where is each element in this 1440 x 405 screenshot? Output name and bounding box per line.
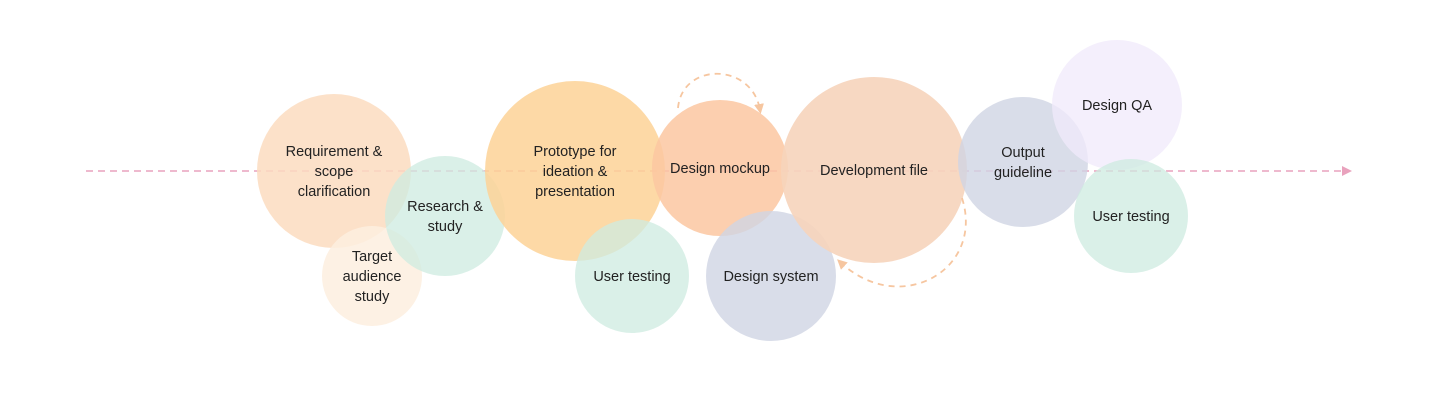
user-testing-1-circle	[575, 219, 689, 333]
research-label: Research & study	[407, 199, 483, 235]
design-mockup-label: Design mockup	[670, 161, 770, 177]
output-guideline-label: Output guideline	[994, 145, 1052, 181]
prototype-label-line: Prototype for	[533, 144, 616, 160]
output-guideline-label-line: Output	[1001, 145, 1045, 161]
development-file-label-line: Development file	[820, 163, 928, 179]
design-mockup-circle	[652, 100, 788, 236]
research-circle	[385, 156, 505, 276]
iteration-loop-arrow-bottom	[837, 197, 967, 288]
nodes-layer	[257, 40, 1188, 341]
development-file-label: Development file	[820, 163, 928, 179]
prototype-circle	[485, 81, 665, 261]
research-label-line: study	[428, 219, 463, 235]
requirement-circle	[257, 94, 411, 248]
user-testing-1-label-line: User testing	[593, 269, 670, 285]
user-testing-2-label-line: User testing	[1092, 209, 1169, 225]
design-system-circle	[706, 211, 836, 341]
iteration-loop-arrow-top	[677, 73, 764, 114]
research-label-line: Research &	[407, 199, 483, 215]
target-audience-label-line: Target	[352, 249, 392, 265]
output-guideline-circle	[958, 97, 1088, 227]
target-audience-label-line: audience	[343, 269, 402, 285]
prototype-label: Prototype for ideation & presentation	[533, 144, 616, 200]
design-system-label: Design system	[723, 269, 818, 285]
design-system-label-line: Design system	[723, 269, 818, 285]
prototype-label-line: ideation &	[543, 164, 608, 180]
design-qa-circle	[1052, 40, 1182, 170]
design-mockup-label-line: Design mockup	[670, 161, 770, 177]
user-testing-2-label: User testing	[1092, 209, 1169, 225]
requirement-label: Requirement & scope clarification	[286, 144, 383, 200]
design-qa-label: Design QA	[1082, 98, 1152, 114]
prototype-label-line: presentation	[535, 184, 615, 200]
user-testing-1-label: User testing	[593, 269, 670, 285]
requirement-label-line: Requirement &	[286, 144, 383, 160]
target-audience-label: Target audience study	[343, 249, 402, 305]
requirement-label-line: scope	[315, 164, 354, 180]
development-file-circle	[781, 77, 967, 263]
target-audience-label-line: study	[355, 289, 390, 305]
user-testing-2-circle	[1074, 159, 1188, 273]
output-guideline-label-line: guideline	[994, 165, 1052, 181]
requirement-label-line: clarification	[298, 184, 371, 200]
design-qa-label-line: Design QA	[1082, 98, 1152, 114]
